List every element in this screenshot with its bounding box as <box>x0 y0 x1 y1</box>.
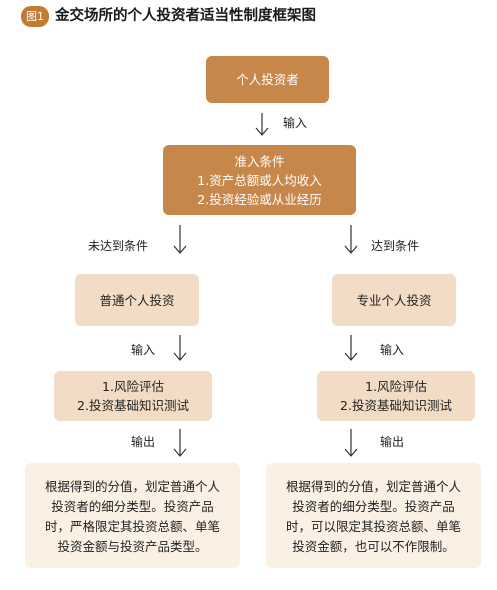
edge-label-output-left: 输出 <box>131 435 156 449</box>
arrow-left-eval-to-result <box>173 429 187 457</box>
edge-label-input-left: 输入 <box>131 343 156 357</box>
ordinary-investor-label: 普通个人投资 <box>99 292 175 308</box>
left-result-line-2: 投资者的细分类型。投资产品 <box>51 499 214 514</box>
left-eval-line-1: 1.风险评估 <box>102 379 164 394</box>
right-eval-line-1: 1.风险评估 <box>365 379 427 394</box>
node-right-evaluation: 1.风险评估 2.投资基础知识测试 <box>317 371 475 421</box>
node-professional-investor: 专业个人投资 <box>332 274 456 326</box>
edge-label-met: 达到条件 <box>371 239 420 253</box>
left-result-line-4: 投资金额与投资产品类型。 <box>57 539 208 554</box>
diagram-title: 金交场所的个人投资者适当性制度框架图 <box>55 8 316 24</box>
figure-badge: 图1 <box>21 6 49 27</box>
right-result-line-3: 时，可以限定其投资总额、单笔 <box>285 519 461 534</box>
arrow-right-type-to-eval <box>344 335 358 361</box>
left-eval-line-2: 2.投资基础知识测试 <box>77 398 189 413</box>
right-result-line-4: 投资金额，也可以不作限制。 <box>292 539 455 554</box>
edge-label-not-met: 未达到条件 <box>88 239 149 253</box>
arrow-right-eval-to-result <box>344 429 358 457</box>
admission-line-2: 2.投资经验或从业经历 <box>197 191 322 207</box>
left-result-line-1: 根据得到的分值，划定普通个人 <box>44 479 220 494</box>
node-individual-investor-label: 个人投资者 <box>236 72 299 87</box>
right-result-line-1: 根据得到的分值，划定普通个人 <box>285 479 461 494</box>
arrow-left-type-to-eval <box>173 335 187 361</box>
arrow-admission-to-right <box>344 225 358 254</box>
edge-label-output-right: 输出 <box>380 435 405 449</box>
arrow-investor-to-admission <box>255 113 269 136</box>
arrow-admission-to-left <box>173 225 187 254</box>
admission-line-1: 1.资产总额或人均收入 <box>197 172 322 188</box>
professional-investor-label: 专业个人投资 <box>356 292 432 308</box>
node-left-evaluation: 1.风险评估 2.投资基础知识测试 <box>54 371 212 421</box>
admission-title: 准入条件 <box>234 153 285 169</box>
right-result-line-2: 投资者的细分类型。投资产品 <box>292 499 455 514</box>
node-left-result: 根据得到的分值，划定普通个人 投资者的细分类型。投资产品 时，严格限定其投资总额… <box>25 463 240 568</box>
node-individual-investor: 个人投资者 <box>206 56 329 103</box>
node-right-result: 根据得到的分值，划定普通个人 投资者的细分类型。投资产品 时，可以限定其投资总额… <box>266 463 481 568</box>
left-result-line-3: 时，严格限定其投资总额、单笔 <box>44 519 220 534</box>
edge-label-input-right: 输入 <box>380 343 405 357</box>
node-admission-conditions: 准入条件 1.资产总额或人均收入 2.投资经验或从业经历 <box>163 145 356 215</box>
node-ordinary-investor: 普通个人投资 <box>75 274 199 326</box>
edge-label-input-top: 输入 <box>283 116 308 130</box>
right-eval-line-2: 2.投资基础知识测试 <box>340 398 452 413</box>
